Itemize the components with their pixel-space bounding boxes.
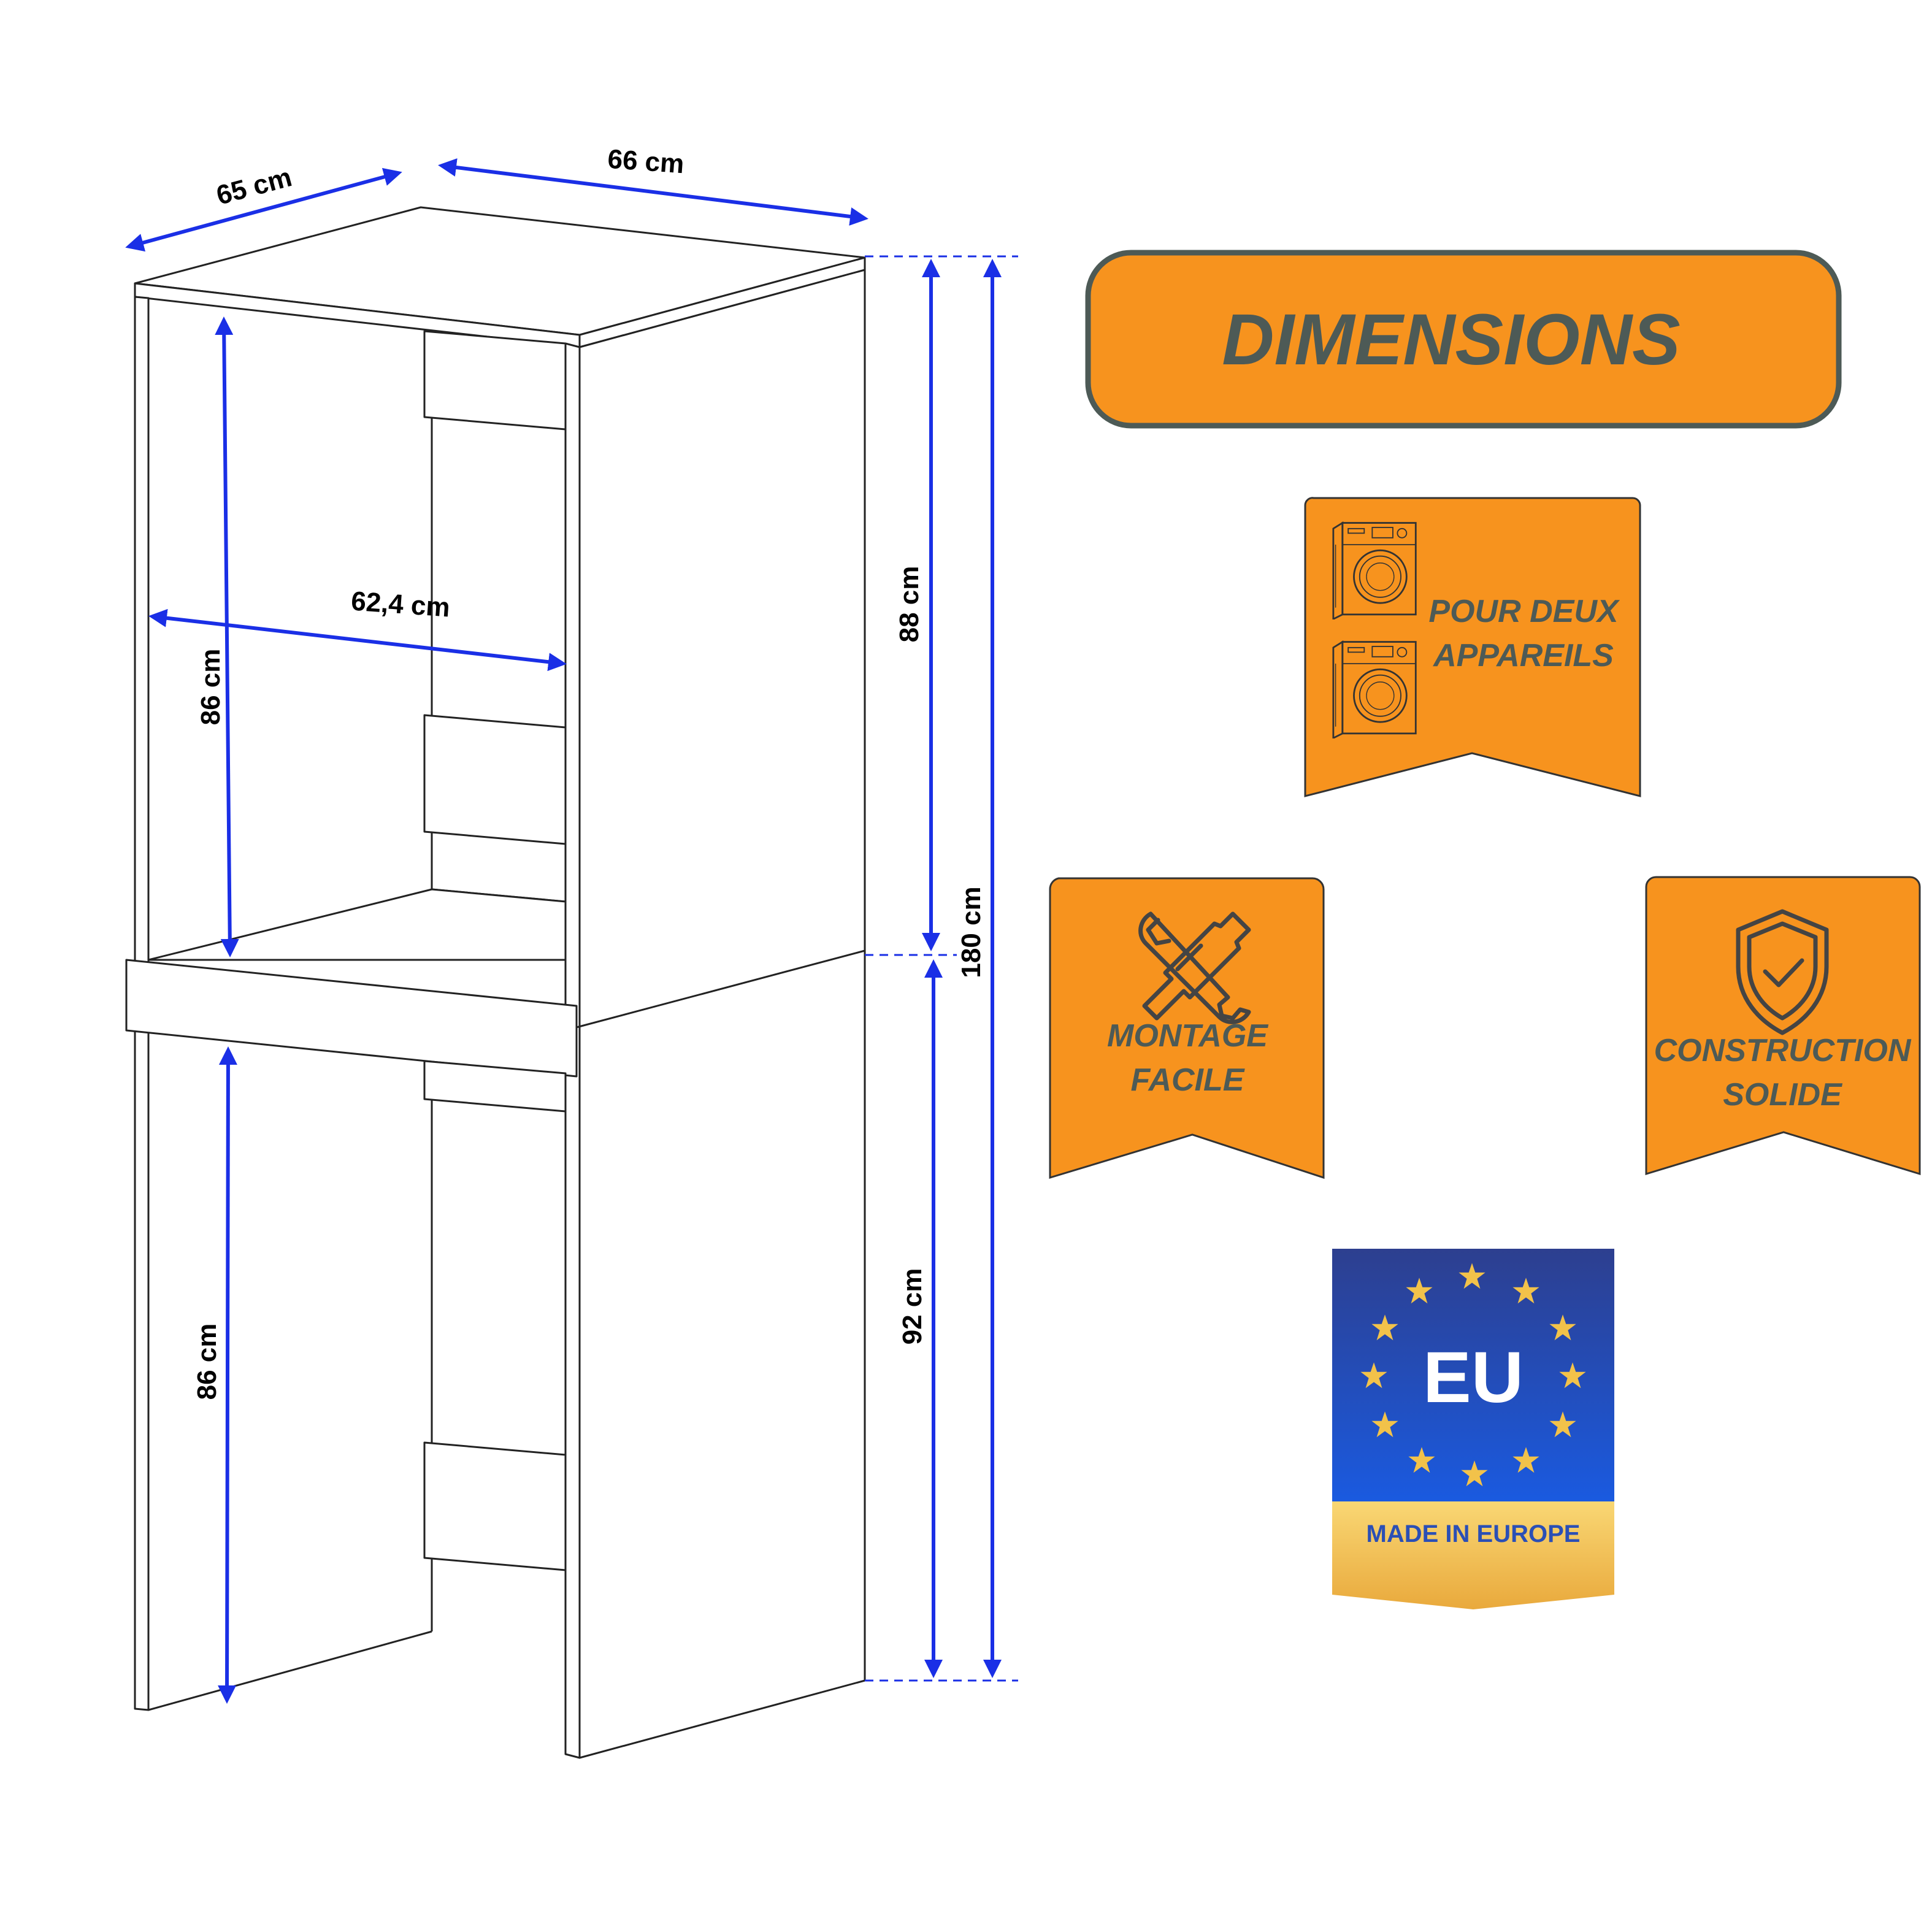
label-total-height: 180 cm bbox=[956, 886, 986, 978]
title-text: DIMENSIONS bbox=[1222, 299, 1680, 380]
label-width-top: 66 cm bbox=[607, 144, 685, 180]
right-side-panel bbox=[578, 269, 866, 1759]
eu-badge: EU MADE IN EUROPE bbox=[1332, 1249, 1614, 1609]
back-cleat-lower-top bbox=[423, 1060, 567, 1113]
feature-badge-solid-construction: CONSTRUCTION SOLIDE bbox=[1645, 876, 1921, 1176]
title-badge: DIMENSIONS bbox=[1085, 250, 1842, 429]
label-lower-inner-height: 86 cm bbox=[192, 1324, 222, 1400]
back-rail-lower bbox=[423, 1441, 567, 1571]
back-rail-middle bbox=[423, 714, 567, 845]
feature-3-line2: SOLIDE bbox=[1723, 1077, 1842, 1113]
eu-label: EU bbox=[1423, 1337, 1524, 1418]
arrow-width-top bbox=[438, 158, 868, 226]
eu-band-text: MADE IN EUROPE bbox=[1367, 1520, 1581, 1547]
dimension-labels: 65 cm 66 cm 62,4 cm 86 cm 86 cm 88 cm 92… bbox=[192, 144, 986, 1400]
back-cleat-upper bbox=[423, 330, 567, 431]
shelf-top bbox=[147, 888, 567, 961]
label-upper-section-height: 88 cm bbox=[894, 566, 924, 643]
arrow-upper-inner-height bbox=[215, 316, 239, 957]
label-lower-section-height: 92 cm bbox=[897, 1268, 927, 1345]
dimension-arrows bbox=[125, 158, 1002, 1704]
cabinet-drawing bbox=[125, 206, 866, 1759]
label-upper-inner-height: 86 cm bbox=[196, 649, 226, 726]
guide-lines bbox=[865, 255, 1018, 1682]
arrow-lower-inner-height bbox=[218, 1046, 237, 1704]
wrench-screwdriver-icon bbox=[1138, 911, 1251, 1024]
feature-badge-easy-assembly: MONTAGE FACILE bbox=[1049, 877, 1325, 1179]
shelf-front bbox=[125, 959, 578, 1078]
feature-1-line2: APPAREILS bbox=[1432, 638, 1614, 673]
feature-1-line1: POUR DEUX bbox=[1428, 594, 1620, 629]
feature-2-line2: FACILE bbox=[1131, 1062, 1245, 1098]
feature-badge-two-appliances: POUR DEUX APPAREILS bbox=[1304, 497, 1641, 797]
shield-check-icon bbox=[1736, 909, 1829, 1035]
feature-3-line1: CONSTRUCTION bbox=[1654, 1033, 1912, 1068]
feature-2-line1: MONTAGE bbox=[1107, 1018, 1268, 1054]
label-inner-width: 62,4 cm bbox=[350, 586, 451, 623]
arrow-depth-top bbox=[125, 167, 402, 252]
